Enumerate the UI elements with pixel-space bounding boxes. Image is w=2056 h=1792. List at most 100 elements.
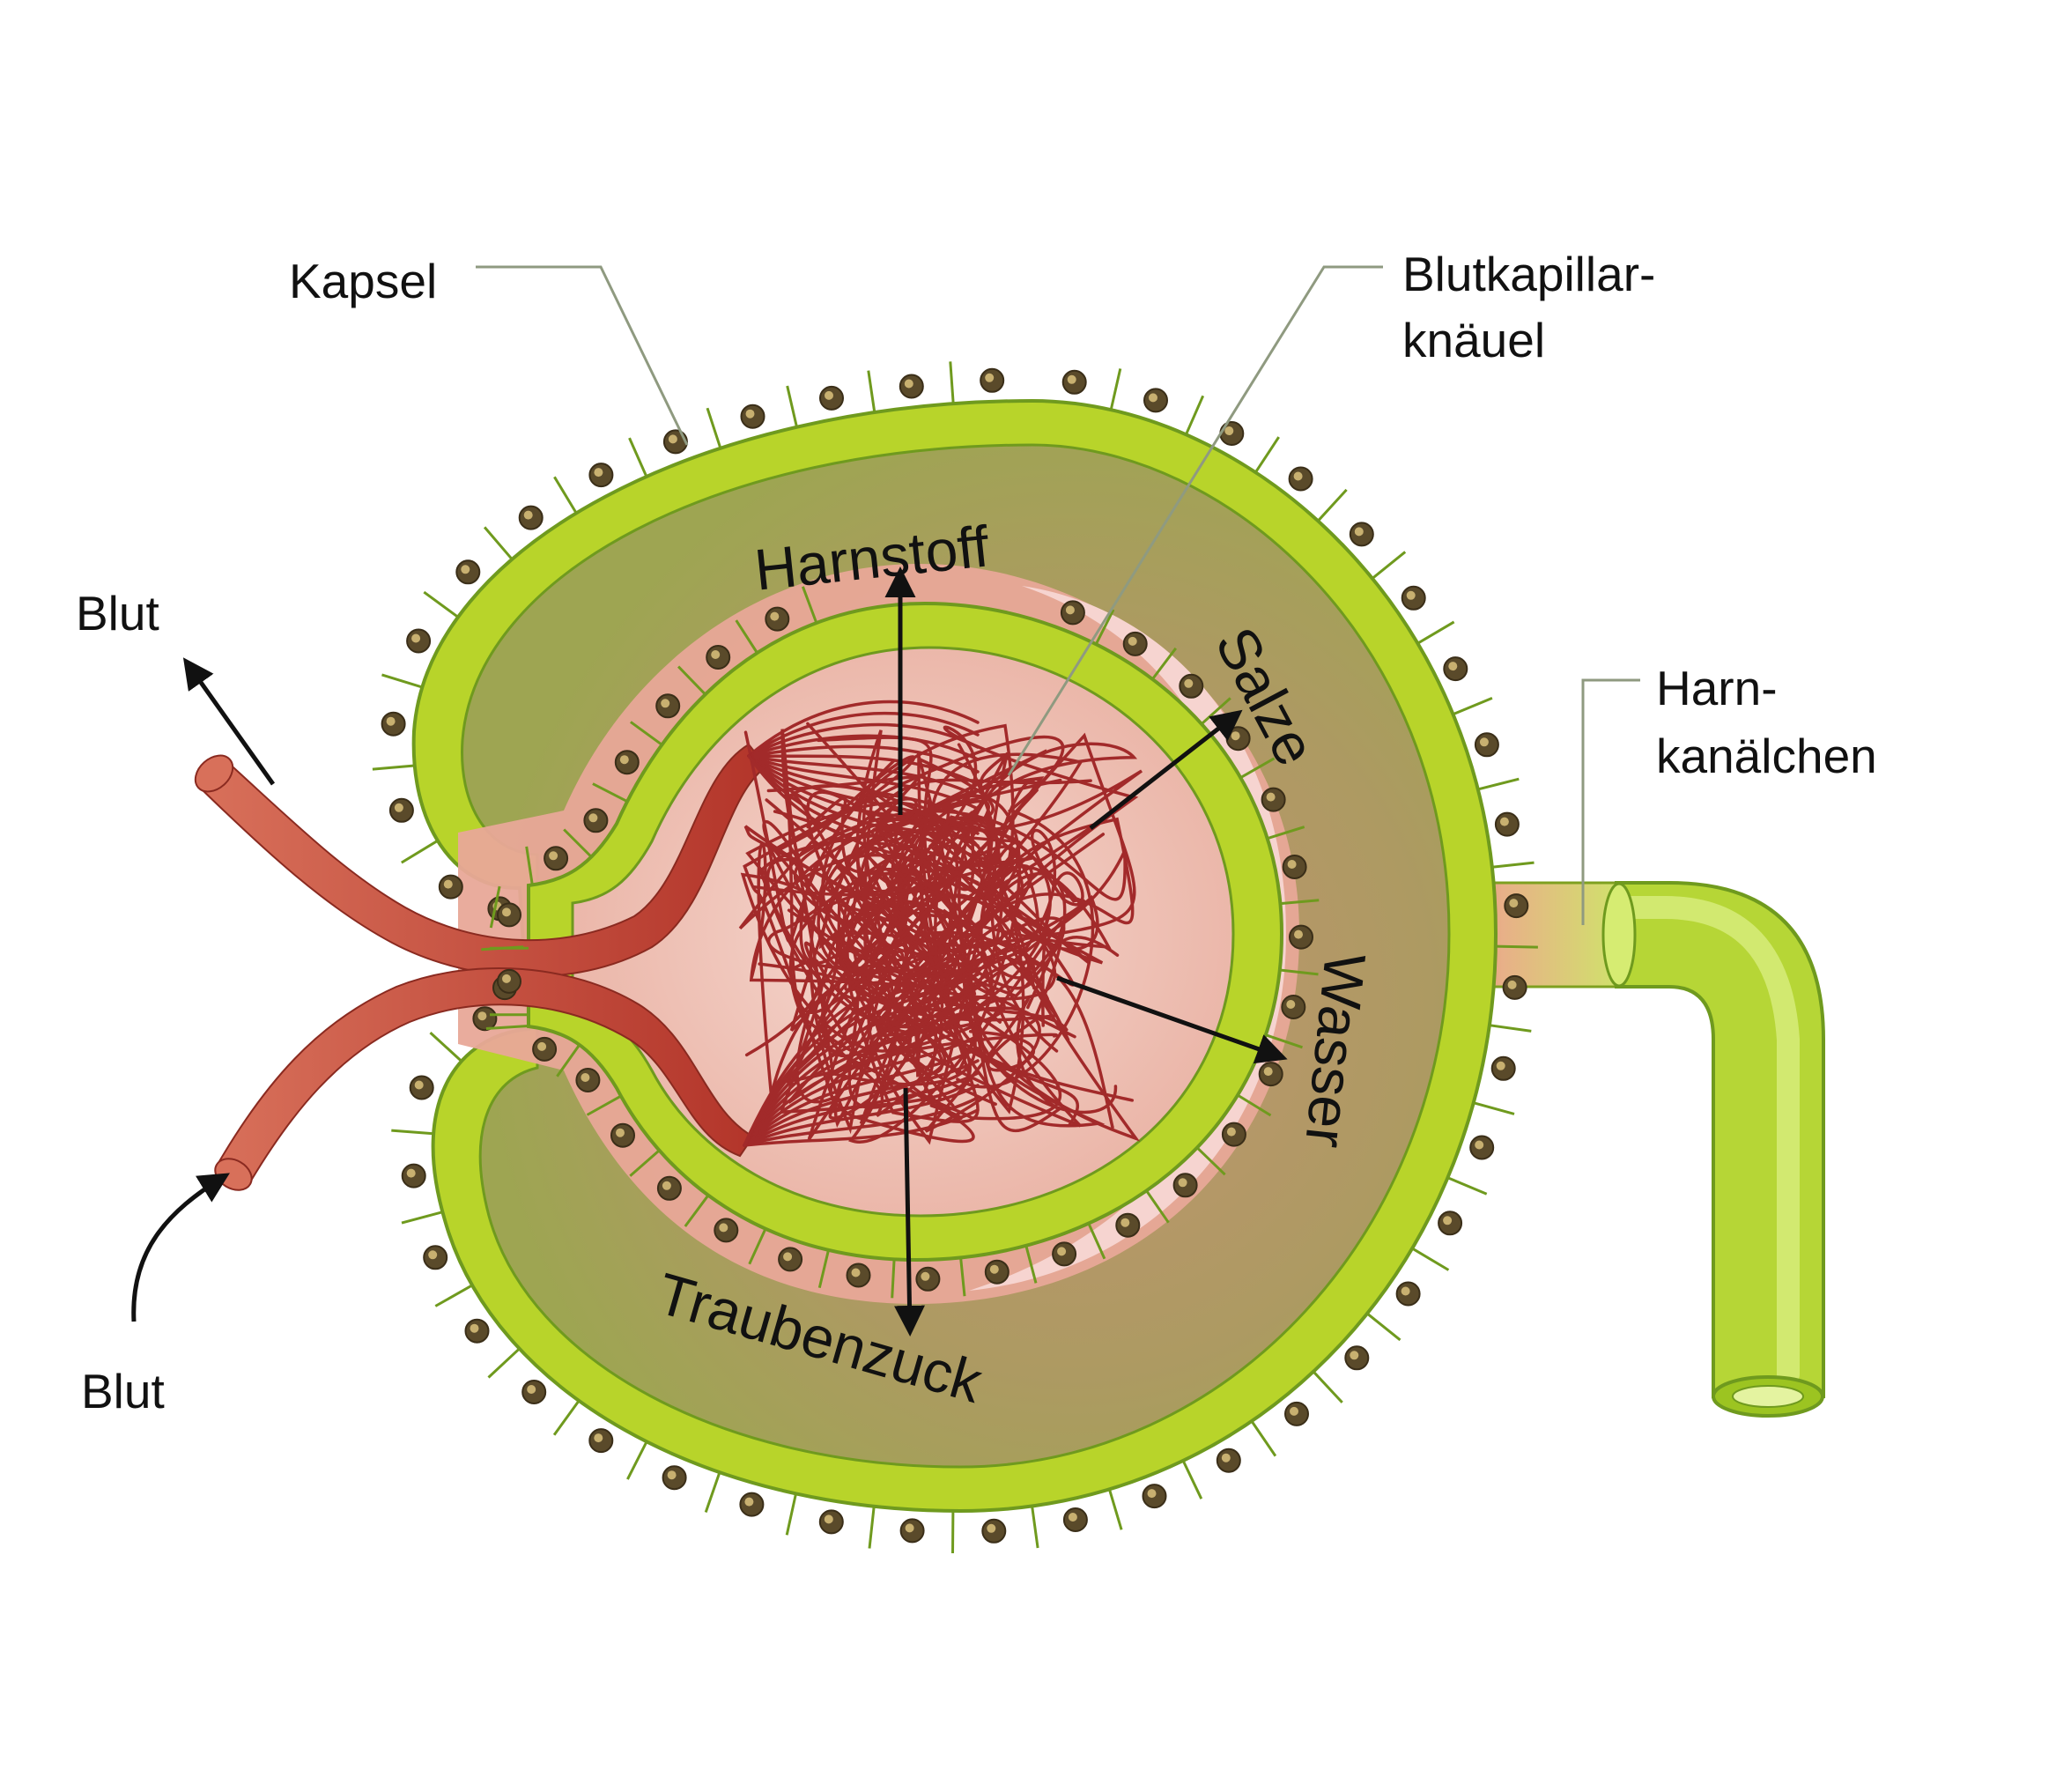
flow-arrows — [131, 566, 1288, 1337]
cell-wall — [485, 1025, 529, 1030]
nucleolus — [1401, 1286, 1410, 1296]
nucleolus — [549, 851, 558, 861]
cell-wall — [684, 1194, 710, 1227]
nucleolus — [1224, 426, 1234, 435]
cell-wall — [1145, 1189, 1170, 1224]
cell-wall — [1094, 609, 1115, 645]
cell-wall — [628, 437, 648, 478]
label-kapillar-line1: Blutkapillar- — [1402, 247, 1655, 301]
nucleolus — [851, 1268, 861, 1277]
label-blut-in: Blut — [81, 1364, 165, 1418]
urinary-tubule — [1434, 881, 1825, 1418]
cell-wall — [1495, 944, 1538, 949]
nucleolus — [1290, 1406, 1298, 1416]
capillary-loop — [749, 818, 1075, 1114]
cell-wall — [434, 1284, 473, 1307]
nucleolus — [1475, 1140, 1484, 1150]
label-harn-line1: Harn- — [1656, 661, 1778, 715]
nucleolus — [477, 1011, 487, 1021]
cell-wall — [553, 476, 578, 515]
cell-wall — [556, 1044, 581, 1077]
cell-wall — [704, 1471, 721, 1513]
capillary-strand — [743, 1108, 980, 1147]
cell-wall — [372, 764, 415, 771]
nucleolus — [1065, 605, 1075, 615]
cell-wall — [1477, 777, 1520, 791]
cell-wall — [1151, 647, 1177, 680]
nucleolus — [1293, 471, 1303, 481]
nucleolus — [1149, 393, 1157, 403]
capillary-strand — [747, 754, 980, 885]
capillary-tangle — [738, 700, 1143, 1147]
capillary-strand — [743, 973, 980, 1147]
cell-wall — [487, 1347, 521, 1379]
nucleolus — [443, 879, 453, 889]
tubule-pipe — [1615, 881, 1825, 1398]
capillary-strand — [743, 1096, 980, 1147]
label-harn-line2: kanälchen — [1656, 729, 1877, 783]
nucleolus — [1263, 1067, 1273, 1077]
cell-wall — [586, 1094, 622, 1116]
nucleolus — [502, 974, 511, 983]
capillary-strand — [743, 948, 980, 1147]
cell-wall — [1473, 1101, 1515, 1115]
nucleolus — [921, 1271, 930, 1281]
cell-wall — [1491, 861, 1535, 869]
cell-wall — [1317, 488, 1348, 522]
arrow-blut-in — [131, 1173, 230, 1322]
cell-wall — [525, 846, 534, 885]
capillary-strand — [747, 754, 980, 835]
nucleolus — [1221, 1453, 1231, 1462]
nucleolus — [985, 373, 995, 382]
capillary-strand — [743, 997, 980, 1147]
cell-wall — [1411, 1247, 1450, 1271]
cell-wall — [1239, 757, 1276, 780]
cell-wall — [483, 526, 514, 560]
cell-wall — [868, 1506, 876, 1549]
nucleolus — [1448, 662, 1458, 671]
cell-wall — [706, 407, 722, 449]
cell-wall — [381, 673, 423, 689]
nucleolus — [667, 1470, 677, 1480]
cell-wall — [1107, 1488, 1123, 1530]
nucleolus — [1147, 1489, 1157, 1499]
nucleolus — [989, 1264, 999, 1274]
nucleolus — [1479, 737, 1489, 747]
cell-wall — [785, 1493, 797, 1536]
leader-kapillar — [1007, 265, 1383, 776]
nucleolus — [905, 1523, 914, 1533]
cell-wall — [748, 1228, 767, 1265]
cell-wall — [1195, 1146, 1226, 1176]
arrow-wasser — [1056, 975, 1288, 1064]
cell-wall — [1279, 968, 1319, 976]
capillary-strand — [743, 1010, 980, 1147]
cell-wall — [817, 1249, 830, 1289]
capillary-strand — [743, 1047, 980, 1147]
nucleolus — [904, 379, 913, 389]
cell-wall — [1446, 1176, 1488, 1196]
nucleolus — [1068, 1513, 1077, 1522]
nucleolus — [616, 1128, 625, 1137]
cell-wall — [1237, 1093, 1272, 1117]
cell-wall — [1250, 1420, 1277, 1457]
nucleolus — [594, 468, 603, 478]
cell-wall — [949, 361, 955, 404]
cell-wall — [801, 586, 818, 624]
nucleolus — [470, 1323, 479, 1333]
capillary-strand — [747, 754, 980, 860]
nucleolus — [824, 1514, 833, 1524]
nucleolus — [1350, 1351, 1359, 1360]
efferent-opening — [194, 754, 234, 793]
nucleolus — [825, 390, 833, 400]
nucleolus — [661, 699, 670, 708]
nucleolus — [1286, 1000, 1296, 1009]
nucleolus — [1128, 636, 1137, 646]
nucleolus — [1354, 527, 1364, 537]
cell-wall — [786, 385, 798, 428]
capillary-loop — [743, 735, 1095, 1120]
capillary-strand — [747, 754, 980, 872]
nucleolus — [1231, 731, 1240, 741]
nucleolus — [1294, 929, 1303, 939]
cell-wall — [629, 1149, 661, 1177]
